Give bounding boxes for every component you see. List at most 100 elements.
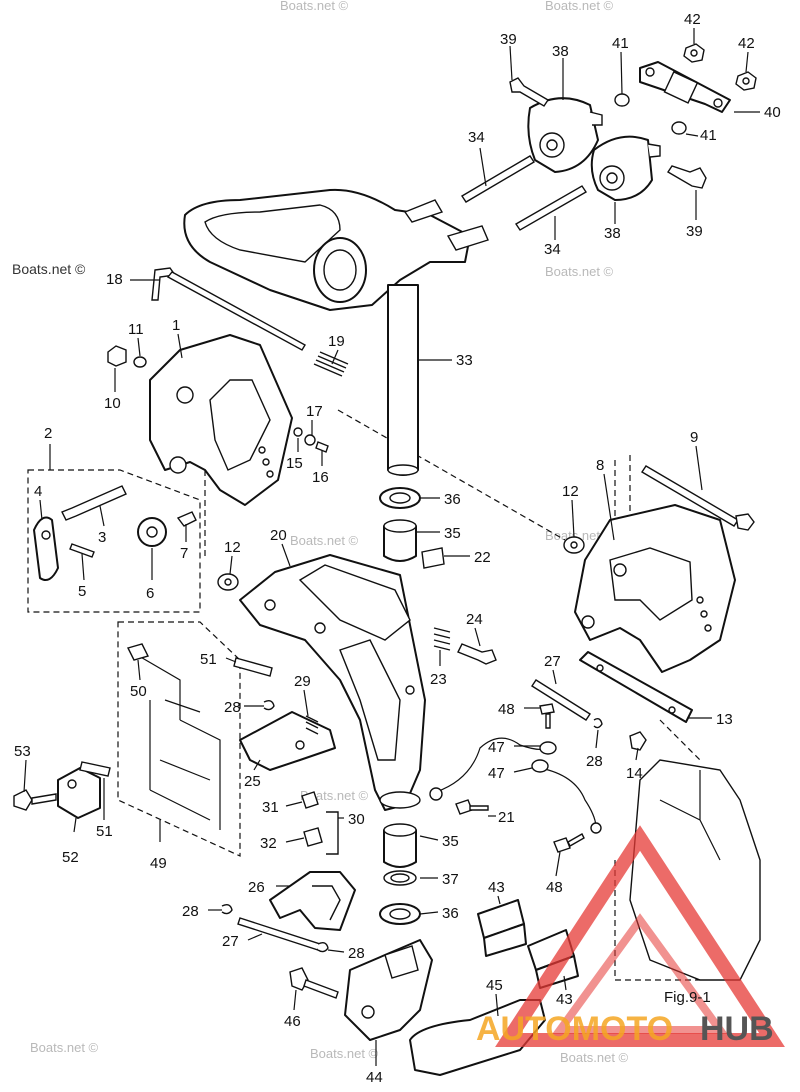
watermark-text: Boats.net © (545, 0, 614, 13)
callout-28: 28 (182, 903, 199, 920)
callout-8: 8 (596, 457, 604, 474)
callout-32: 32 (260, 835, 277, 852)
callout-5: 5 (78, 583, 86, 600)
callout-12: 12 (562, 483, 579, 500)
callout-38: 38 (552, 43, 569, 60)
callout-28: 28 (224, 699, 241, 716)
engine-mount-lower (590, 135, 661, 201)
bolt-53 (13, 789, 57, 811)
callout-24: 24 (466, 611, 483, 628)
callout-16: 16 (312, 469, 329, 486)
callout-1: 1 (172, 317, 180, 334)
rod-27-upper (531, 679, 591, 721)
engine-reference-outline (614, 759, 761, 981)
callout-18: 18 (106, 271, 123, 288)
tilt-rod-18 (151, 267, 306, 351)
callout-35: 35 (442, 833, 459, 850)
callout-6: 6 (146, 585, 154, 602)
spring-29 (305, 715, 319, 735)
clip-31 (301, 791, 319, 809)
swivel-bracket-20 (239, 554, 426, 811)
callout-47: 47 (488, 739, 505, 756)
nut-10-washer-11 (107, 345, 147, 368)
group-outline-49 (117, 621, 241, 857)
rod-27-lower (237, 917, 321, 951)
callout-46: 46 (284, 1013, 301, 1030)
callout-19: 19 (328, 333, 345, 350)
logo-word-auto: AUTOMOTO (476, 1010, 673, 1048)
clip-32 (303, 827, 323, 847)
watermark-text: Boats.net © (290, 533, 359, 548)
callout-14: 14 (626, 765, 643, 782)
tilt-lever-25 (239, 711, 336, 771)
mount-bracket-40 (639, 61, 731, 113)
callout-34: 34 (468, 129, 485, 146)
callout-28: 28 (348, 945, 365, 962)
callout-30: 30 (348, 811, 365, 828)
callout-47: 47 (488, 765, 505, 782)
washer-41 (614, 93, 687, 135)
clip-28-upper (263, 699, 275, 711)
callout-17: 17 (306, 403, 323, 420)
small-parts-15-17 (293, 427, 329, 453)
lock-arm-26 (269, 871, 356, 931)
callout-28: 28 (586, 753, 603, 770)
pin-5 (69, 543, 95, 558)
callout-43: 43 (488, 879, 505, 896)
callout-34: 34 (544, 241, 561, 258)
callout-12: 12 (224, 539, 241, 556)
callout-23: 23 (430, 671, 447, 688)
link-51-upper (233, 657, 273, 677)
guide-line (659, 719, 701, 761)
callout-39: 39 (686, 223, 703, 240)
callout-49: 49 (150, 855, 167, 872)
watermark-text: Boats.net © (545, 264, 614, 279)
washer-12-right (563, 536, 585, 554)
steering-shaft-33 (387, 284, 419, 476)
callout-21: 21 (498, 809, 515, 826)
screw-14 (629, 731, 647, 751)
lock-lever-49 (131, 651, 221, 830)
brand-logo: AUTOMOTO HUB (476, 825, 785, 1048)
callout-33: 33 (456, 352, 473, 369)
screw-7 (176, 511, 197, 527)
watermark-text: Boats.net © (30, 1040, 99, 1055)
callout-11: 11 (128, 321, 144, 338)
lower-bracket-44 (344, 939, 433, 1041)
callout-37: 37 (442, 871, 459, 888)
callout-42: 42 (738, 35, 755, 52)
clip-28-right (593, 717, 603, 729)
group-outline-2 (27, 469, 201, 613)
screw-50 (126, 643, 150, 661)
callout-38: 38 (604, 225, 621, 242)
callout-27: 27 (544, 653, 561, 670)
nut-42 (683, 43, 757, 91)
watermark-text-dark: Boats.net © (12, 261, 86, 277)
washer-36-upper (379, 487, 421, 509)
guide-line (337, 409, 566, 541)
watermark-text: Boats.net © (310, 1046, 379, 1061)
clip-28-lower (221, 903, 329, 953)
callout-51: 51 (96, 823, 113, 840)
rod-30 (326, 811, 339, 855)
logo-triangle (495, 825, 785, 1047)
callout-36: 36 (442, 905, 459, 922)
bushing-35-upper (383, 519, 417, 562)
callout-labels: 39 38 41 42 42 40 41 39 34 34 38 18 11 1… (14, 11, 781, 1086)
bolt-48-lower (553, 833, 585, 853)
callout-22: 22 (474, 549, 491, 566)
rod-9 (641, 465, 755, 531)
callout-45: 45 (486, 977, 503, 994)
callout-39: 39 (500, 31, 517, 48)
engine-mount-upper (527, 97, 603, 173)
callout-27: 27 (222, 933, 239, 950)
logo-triangle-inner (552, 913, 728, 1034)
callout-4: 4 (34, 483, 42, 500)
bolt-46 (289, 967, 339, 999)
callout-35: 35 (444, 525, 461, 542)
callout-20: 20 (270, 527, 287, 544)
callout-42: 42 (684, 11, 701, 28)
bolt-39 (509, 77, 707, 189)
callout-15: 15 (286, 455, 303, 472)
